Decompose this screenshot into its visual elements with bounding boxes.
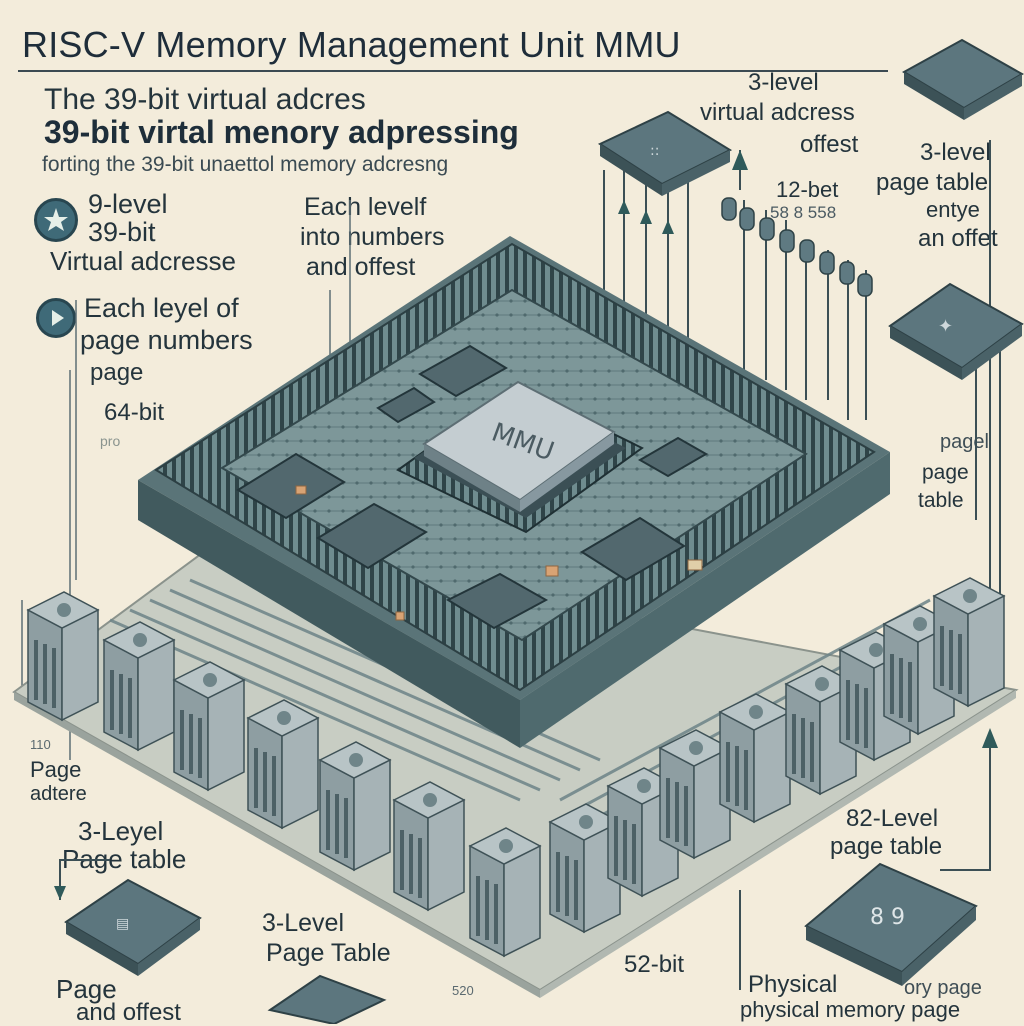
board-chips	[236, 344, 709, 630]
label-page-number-1: Page	[56, 974, 117, 1004]
board-components	[295, 485, 703, 621]
label-52-bit: 52-bit	[624, 951, 685, 978]
title-underline	[18, 70, 888, 72]
mmu-chip	[396, 380, 644, 534]
label-top-center-2: virtual adcress	[700, 99, 855, 126]
svg-text:8 9: 8 9	[870, 905, 905, 930]
memory-module	[318, 741, 392, 872]
label-page-entry-2: page table	[876, 169, 989, 196]
arrow-up-icon	[54, 150, 998, 900]
subtitle-line-2: 39-bit virtal menory adpressing	[44, 114, 519, 150]
label-page-addr-2: adtere	[30, 783, 87, 805]
label-center-each-3: and offest	[306, 253, 416, 281]
svg-text:::: ::	[650, 143, 659, 159]
memory-module	[658, 729, 732, 860]
label-page-number-2: and offest	[76, 999, 181, 1026]
label-small-pro: pro	[100, 433, 121, 449]
memory-module	[172, 661, 246, 792]
floating-chip-bottom-right: 8 9	[804, 862, 978, 986]
label-levels-2: 39-bit	[88, 217, 156, 247]
label-levels-3: Virtual adcresse	[50, 246, 236, 276]
memory-module	[932, 577, 1006, 708]
memory-module	[468, 827, 542, 958]
label-3-level-bottom-2: Page Table	[266, 939, 391, 967]
memory-module	[246, 699, 320, 830]
label-82-level-1: 82-Level	[846, 805, 939, 832]
play-circle-icon	[36, 298, 76, 338]
floating-chip-bottom-center	[267, 974, 387, 1024]
label-page-table-right-3: table	[918, 489, 964, 512]
memory-module	[718, 693, 792, 824]
label-page-entry-3: entye	[926, 197, 980, 222]
svg-text:✦: ✦	[938, 316, 953, 337]
label-center-each-2: into numbers	[300, 223, 445, 251]
memory-module	[784, 665, 858, 796]
label-page-table-right-2: page	[922, 461, 969, 484]
label-12-bet: 12-bet	[776, 177, 839, 202]
label-page-addr-num: 110	[30, 737, 51, 752]
memory-modules	[26, 577, 1006, 958]
label-center-each-1: Each levelf	[304, 193, 427, 221]
label-small-520: 520	[452, 983, 474, 998]
label-3-level-left-1: 3-Leyel	[78, 816, 164, 846]
label-each-level-3: page	[90, 359, 144, 386]
label-physical-2: physical memory page	[740, 997, 961, 1022]
subtitle-line-1: The 39-bit virtual adcres	[44, 83, 366, 116]
label-top-center-1: 3-level	[748, 69, 819, 96]
diagram-title: RISC-V Memory Management Unit MMU	[22, 24, 681, 65]
floating-chip-right: ✦	[888, 282, 1024, 380]
floating-chip-top-right	[901, 38, 1024, 120]
subtitle-line-3: forting the 39-bit unaettol memory adcre…	[42, 153, 449, 176]
label-82-level-2: page table	[830, 833, 943, 860]
svg-text:▤: ▤	[116, 916, 129, 932]
label-page-addr-1: Page	[30, 757, 82, 782]
floating-chip-top-center: ::	[597, 110, 733, 196]
label-page-entry-4: an offet	[918, 225, 998, 252]
label-physical-1: Physical	[748, 971, 838, 998]
memory-module	[392, 781, 466, 912]
memory-module	[102, 621, 176, 752]
memory-module	[26, 591, 100, 722]
label-each-level-1: Each leyel of	[84, 293, 239, 323]
label-ory-page: ory page	[904, 977, 982, 999]
label-top-center-3: offest	[800, 131, 859, 158]
label-3-level-bottom-1: 3-Level	[262, 909, 344, 937]
cable-connectors	[721, 197, 873, 297]
label-each-level-2: page numbers	[80, 325, 253, 355]
floating-chip-bottom-left: ▤	[64, 878, 202, 976]
memory-module	[838, 631, 912, 762]
label-64-bit: 64-bit	[104, 399, 165, 426]
star-circle-icon	[34, 198, 78, 242]
label-small-nums: 58 8 558	[770, 203, 837, 222]
label-page-entry-1: 3-level	[920, 139, 991, 166]
label-levels-1: 9-level	[88, 189, 168, 219]
